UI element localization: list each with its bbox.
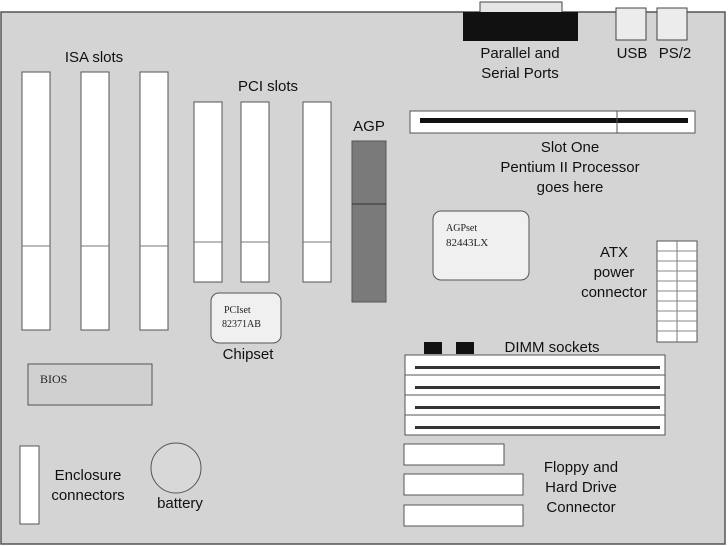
pci-slot [240, 101, 270, 283]
ports-label-line2: Serial Ports [481, 65, 559, 82]
isa-slot [80, 71, 110, 331]
ports-label-line1: Parallel and [480, 45, 559, 62]
battery-label: battery [157, 495, 203, 512]
ide-connector-secondary [403, 504, 524, 527]
enclosure-connector [19, 445, 40, 525]
isa-slot [139, 71, 169, 331]
pciset-chip-line2: 82371AB [222, 319, 261, 330]
atx-label-line3: connector [581, 284, 647, 301]
atx-power-connector [656, 240, 698, 343]
agp-slot [351, 140, 387, 303]
floppy-label-line1: Floppy and [544, 459, 618, 476]
pci-slot [193, 101, 223, 283]
atx-label-line2: power [594, 264, 635, 281]
floppy-label-line3: Connector [546, 499, 615, 516]
chipset-label: Chipset [223, 346, 275, 363]
pciset-chip-line1: PCIset [224, 305, 251, 316]
pciset-chip [210, 292, 282, 344]
slot-one-label-line3: goes here [537, 179, 604, 196]
agpset-chip-line2: 82443LX [446, 237, 488, 249]
slot-one-contacts [420, 118, 688, 123]
ps2-label: PS/2 [659, 45, 692, 62]
pci-slots [193, 101, 332, 283]
bios-chip [27, 363, 153, 406]
isa-slots-label: ISA slots [65, 49, 123, 66]
dimm-sockets-label: DIMM sockets [504, 339, 599, 356]
agp-label: AGP [353, 118, 385, 135]
slot-one-label-line2: Pentium II Processor [500, 159, 639, 176]
pci-slot [302, 101, 332, 283]
ps2-port [656, 7, 688, 41]
isa-slots [21, 71, 169, 331]
dimm-clip [456, 342, 474, 354]
battery [150, 442, 202, 494]
agpset-chip [432, 210, 530, 281]
enclosure-label-line2: connectors [51, 487, 124, 504]
floppy-connector [403, 443, 505, 466]
pci-slots-label: PCI slots [238, 78, 298, 95]
usb-port [615, 7, 647, 41]
isa-slot [21, 71, 51, 331]
floppy-label-line2: Hard Drive [545, 479, 617, 496]
enclosure-label-line1: Enclosure [55, 467, 122, 484]
slot-one-label-line1: Slot One [541, 139, 599, 156]
dimm-clip [424, 342, 442, 354]
usb-label: USB [617, 45, 648, 62]
atx-label-line1: ATX [600, 244, 628, 261]
dimm-sockets [404, 354, 666, 436]
agpset-chip-line1: AGPset [446, 223, 477, 234]
ide-connector-primary [403, 473, 524, 496]
bios-label: BIOS [40, 372, 67, 386]
parallel-serial-ports [463, 12, 578, 41]
